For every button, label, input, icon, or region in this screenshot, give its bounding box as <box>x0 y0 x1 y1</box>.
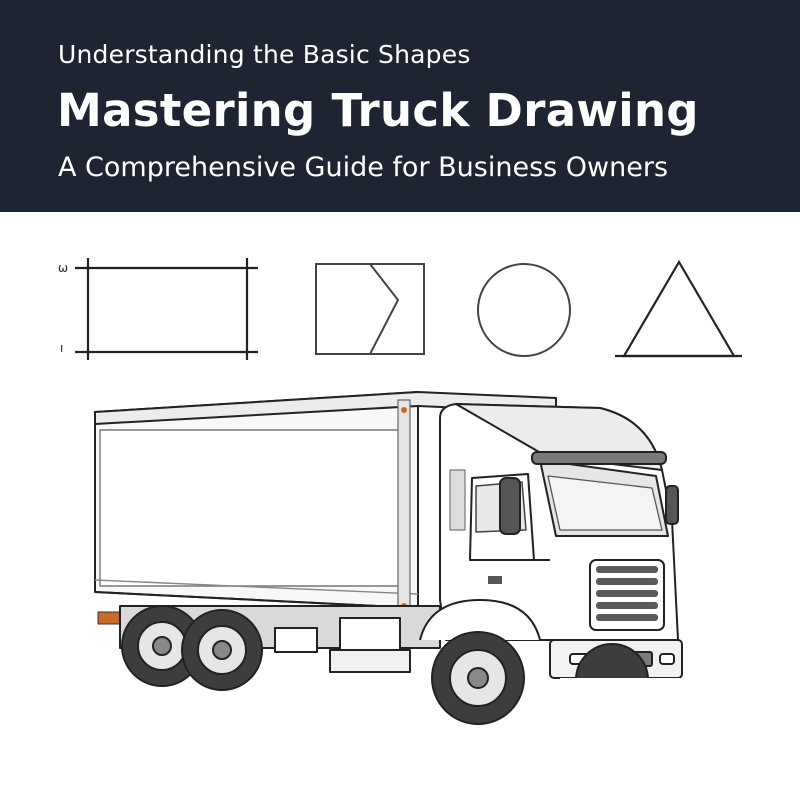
rectangle-side-mark-bottom: ı <box>60 341 63 355</box>
truck-illustration <box>94 391 683 725</box>
rectangle-icon <box>75 258 258 360</box>
rear-wheel-2 <box>181 609 263 691</box>
banner-title: Mastering Truck Drawing <box>57 84 699 137</box>
circle-icon <box>477 263 571 357</box>
drawing-canvas: ω ı <box>58 258 742 725</box>
front-wheel <box>419 599 541 725</box>
rear-wheel-1 <box>121 605 203 687</box>
front-wheel-far <box>560 643 680 718</box>
square-triangle-icon <box>315 263 425 355</box>
illustration-area: ω ı <box>0 212 800 800</box>
banner-subtitle: Understanding the Basic Shapes <box>58 40 471 69</box>
banner-tagline: A Comprehensive Guide for Business Owner… <box>58 152 669 183</box>
header-banner: Understanding the Basic Shapes Mastering… <box>0 0 800 212</box>
rectangle-side-mark-top: ω <box>58 261 68 275</box>
triangle-icon <box>615 259 742 358</box>
